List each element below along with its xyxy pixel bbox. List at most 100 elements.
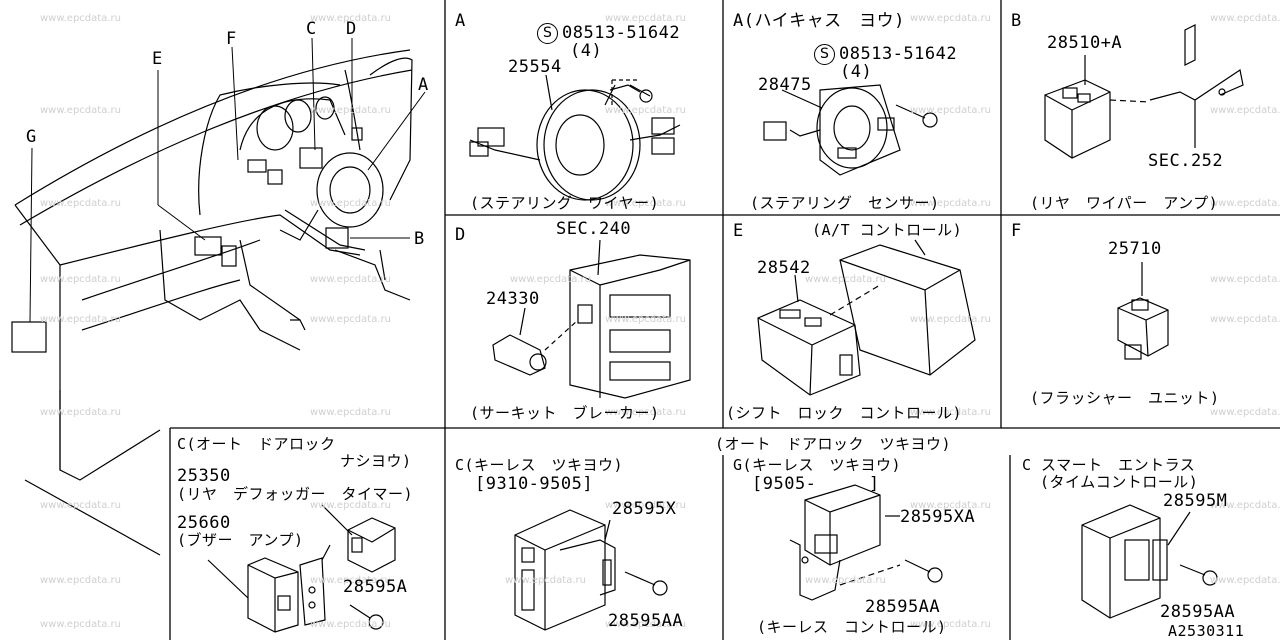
watermark: www.epcdata.ru <box>310 575 391 586</box>
callout-f: F <box>226 29 237 49</box>
watermark: www.epcdata.ru <box>310 13 391 24</box>
panel-c1-part-1-desc: (リヤ デフォッガー タイマー) <box>177 485 414 503</box>
flasher-unit-drawing <box>1117 262 1169 360</box>
panel-g-range: [9505- ] <box>752 474 880 494</box>
panel-g-caption: (キーレス コントロール) <box>757 618 947 636</box>
screw-symbol: S <box>814 44 835 65</box>
watermark: www.epcdata.ru <box>310 619 391 630</box>
panel-c1-part-3: 28595A <box>343 577 408 597</box>
watermark: www.epcdata.ru <box>310 314 391 325</box>
panel-b-part-number: 28510+A <box>1047 33 1123 53</box>
panel-c1-title: C(オート ドアロック <box>177 435 336 453</box>
panel-c2-title: C(キーレス ツキヨウ) <box>455 456 624 474</box>
watermark: www.epcdata.ru <box>1210 13 1280 24</box>
watermark: www.epcdata.ru <box>805 575 886 586</box>
watermark: www.epcdata.ru <box>1210 407 1280 418</box>
watermark: www.epcdata.ru <box>40 198 121 209</box>
panel-d-letter: D <box>455 225 466 245</box>
watermark: www.epcdata.ru <box>910 13 991 24</box>
callout-b: B <box>414 229 425 249</box>
panel-e-part-number: 28542 <box>757 258 811 278</box>
watermark: www.epcdata.ru <box>1210 105 1280 116</box>
watermark: www.epcdata.ru <box>1210 500 1280 511</box>
panel-b-sec-ref: SEC.252 <box>1148 151 1224 171</box>
panel-a2-letter: A(ハイキャス ヨウ) <box>733 11 905 31</box>
circuit-breaker-drawing <box>492 239 691 399</box>
watermark: www.epcdata.ru <box>1210 198 1280 209</box>
watermark: www.epcdata.ru <box>1210 274 1280 285</box>
panel-g-part-1: 28595XA <box>900 507 976 527</box>
panel-f-caption: (フラッシャー ユニット) <box>1030 389 1220 407</box>
watermark: www.epcdata.ru <box>910 500 991 511</box>
steering-wire-drawing <box>469 74 681 201</box>
watermark: www.epcdata.ru <box>605 314 686 325</box>
watermark: www.epcdata.ru <box>310 500 391 511</box>
panel-a-letter: A <box>455 11 466 31</box>
panel-a2-caption: (ステアリング センサー) <box>750 194 940 212</box>
steering-sensor-drawing <box>763 84 938 176</box>
panel-a2-part-number: 28475 <box>758 75 812 95</box>
watermark: www.epcdata.ru <box>605 105 686 116</box>
panel-c2-range: [9310-9505] <box>475 474 594 494</box>
panel-g-title: G(キーレス ツキヨウ) <box>733 456 902 474</box>
rear-wiper-amp-drawing <box>1044 24 1244 159</box>
watermark: www.epcdata.ru <box>605 407 686 418</box>
panel-g-header: (オート ドアロック ツキヨウ) <box>715 435 952 453</box>
shift-lock-control-drawing <box>757 239 976 396</box>
watermark: www.epcdata.ru <box>605 13 686 24</box>
watermark: www.epcdata.ru <box>40 105 121 116</box>
watermark: www.epcdata.ru <box>1210 575 1280 586</box>
panel-grid <box>169 0 1280 640</box>
panel-c2-part-2: 28595AA <box>608 611 684 631</box>
panel-a-part-number: 25554 <box>508 57 562 77</box>
watermark: www.epcdata.ru <box>805 274 886 285</box>
panel-c3-subtitle: (タイムコントロール) <box>1040 473 1199 491</box>
watermark: www.epcdata.ru <box>910 314 991 325</box>
panel-b-caption: (リヤ ワイパー アンプ) <box>1030 194 1219 212</box>
panel-c3-title: C スマート エントラス <box>1022 456 1196 474</box>
watermark: www.epcdata.ru <box>40 13 121 24</box>
watermark: www.epcdata.ru <box>505 575 586 586</box>
watermark: www.epcdata.ru <box>910 105 991 116</box>
panel-d-part-number: 24330 <box>486 289 540 309</box>
watermark: www.epcdata.ru <box>510 274 591 285</box>
watermark: www.epcdata.ru <box>910 198 991 209</box>
panel-f-part-number: 25710 <box>1108 239 1162 259</box>
watermark: www.epcdata.ru <box>605 619 686 630</box>
watermark: www.epcdata.ru <box>40 407 121 418</box>
panel-g-part-2: 28595AA <box>865 597 941 617</box>
overview-leaders <box>29 37 426 323</box>
watermark: www.epcdata.ru <box>40 314 121 325</box>
panel-c3-part-1: 28595M <box>1163 491 1228 511</box>
keyless-control-drawing <box>514 509 668 631</box>
panel-c3-part-2: 28595AA <box>1160 602 1236 622</box>
callout-c: C <box>306 19 317 39</box>
panel-c1-title-cont: ナシヨウ) <box>340 452 412 470</box>
dashboard-sketch <box>11 49 413 556</box>
panel-e-title: (A/T コントロール) <box>812 221 963 239</box>
callout-e: E <box>152 49 163 69</box>
panel-c1-part-1: 25350 <box>177 466 231 486</box>
watermark: www.epcdata.ru <box>40 619 121 630</box>
watermark: www.epcdata.ru <box>605 198 686 209</box>
watermark: www.epcdata.ru <box>310 105 391 116</box>
panel-a-screw-qty: (4) <box>570 41 603 61</box>
panel-a2-screw-qty: (4) <box>840 62 873 82</box>
panel-a2-screw-number: 08513-51642 <box>839 44 958 64</box>
panel-c1-part-2-desc: (ブザー アンプ) <box>177 531 304 549</box>
watermark: www.epcdata.ru <box>310 198 391 209</box>
watermark: www.epcdata.ru <box>40 274 121 285</box>
watermark: www.epcdata.ru <box>40 500 121 511</box>
smart-entrance-drawing <box>1081 504 1218 619</box>
panel-d-sec-ref: SEC.240 <box>556 219 632 239</box>
panel-e-letter: E <box>733 221 744 241</box>
watermark: www.epcdata.ru <box>310 274 391 285</box>
diagram-id: A2530311 <box>1168 622 1245 640</box>
panel-a-screw-number: 08513-51642 <box>562 23 681 43</box>
panel-d-caption: (サーキット ブレーカー) <box>470 404 660 422</box>
defogger-timer-drawing <box>207 504 396 633</box>
panel-f-letter: F <box>1011 221 1022 241</box>
callout-g: G <box>26 127 37 147</box>
